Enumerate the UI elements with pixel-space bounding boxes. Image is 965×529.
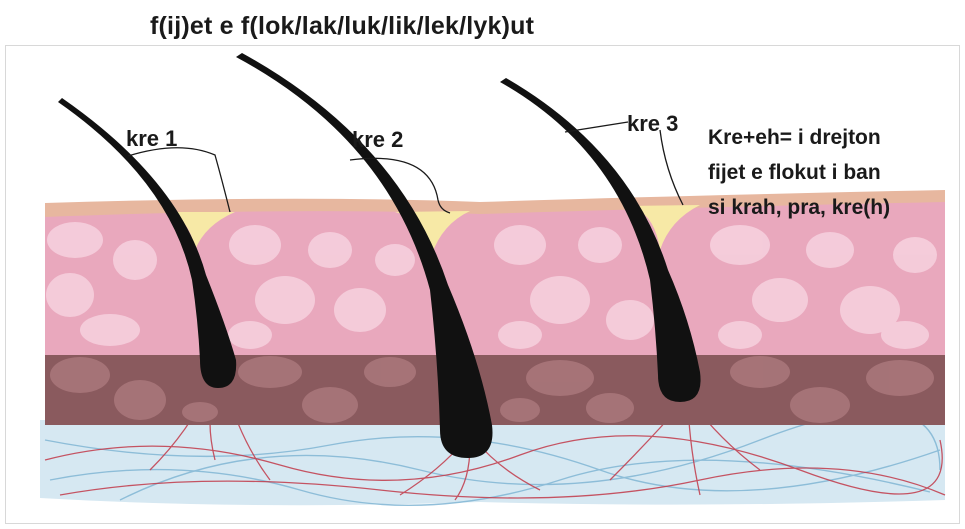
explanation-note: Kre+eh= i drejton fijet e flokut i ban s… [708, 120, 890, 225]
note-line-3: si krah, pra, kre(h) [708, 190, 890, 225]
label-kre-2: kre 2 [352, 127, 403, 153]
note-line-2: fijet e flokut i ban [708, 155, 890, 190]
label-kre-1: kre 1 [126, 126, 177, 152]
note-line-1: Kre+eh= i drejton [708, 120, 890, 155]
label-kre-3: kre 3 [627, 111, 678, 137]
diagram-title: f(ij)et e f(lok/lak/luk/lik/lek/lyk)ut [150, 12, 534, 41]
